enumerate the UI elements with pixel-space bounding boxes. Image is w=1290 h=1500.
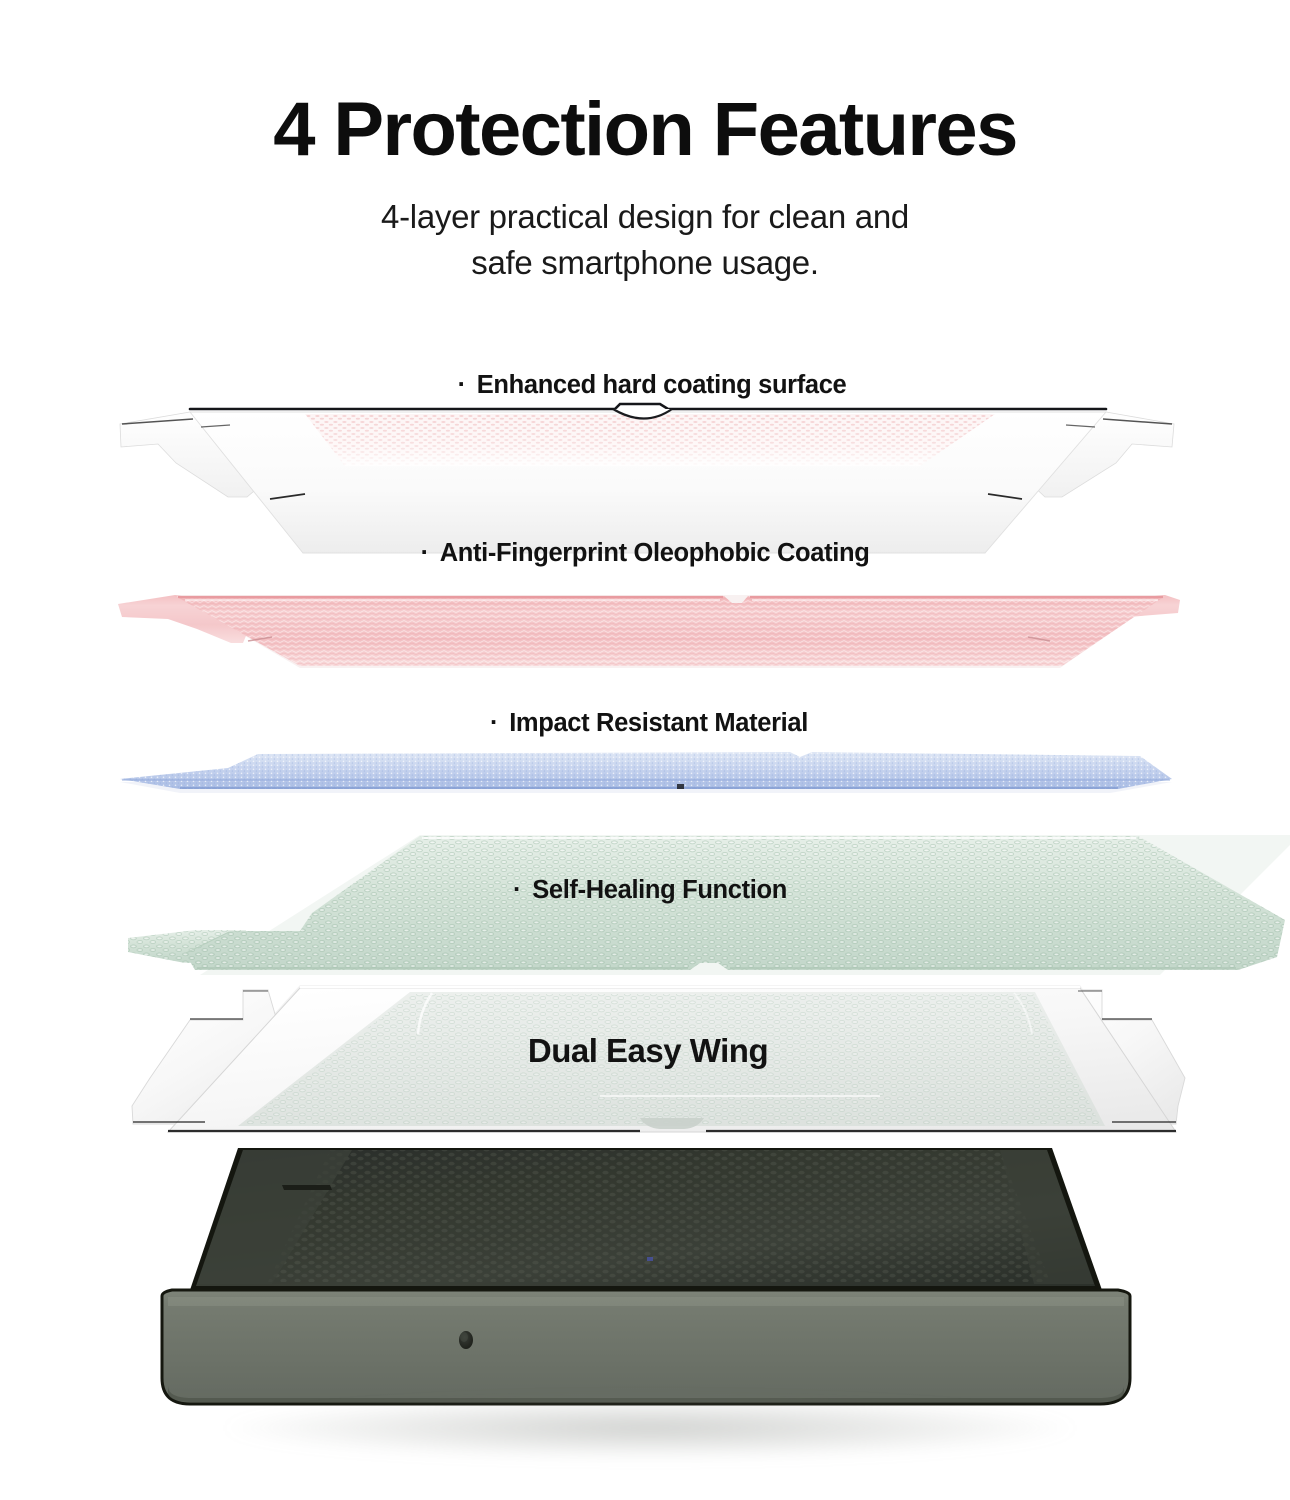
layer-impact-resistant bbox=[120, 750, 1172, 793]
subtitle-line-1: 4-layer practical design for clean and bbox=[381, 198, 909, 235]
layer-oleophobic-coating bbox=[118, 595, 1180, 668]
layer-self-healing bbox=[128, 835, 1290, 975]
subtitle-line-2: safe smartphone usage. bbox=[471, 243, 819, 281]
layer-hard-coating bbox=[119, 402, 1175, 554]
device-ground-shadow bbox=[120, 1392, 1180, 1472]
page-title: 4 Protection Features bbox=[273, 87, 1018, 172]
label-hard-coating: Enhanced hard coating surface bbox=[458, 371, 847, 400]
label-self-healing: Self-Healing Function bbox=[513, 876, 787, 905]
label-oleophobic-coating: Anti-Fingerprint Oleophobic Coating bbox=[421, 539, 870, 568]
header: 4 Protection Features 4-layer practical … bbox=[0, 0, 1290, 285]
layer-dual-easy-wing bbox=[131, 985, 1186, 1133]
page-subtitle: 4-layer practical design for clean and s… bbox=[0, 168, 1290, 285]
label-dual-easy-wing: Dual Easy Wing bbox=[527, 1032, 769, 1069]
device-smartphone bbox=[160, 1148, 1132, 1406]
label-impact-resistant: Impact Resistant Material bbox=[490, 709, 808, 738]
